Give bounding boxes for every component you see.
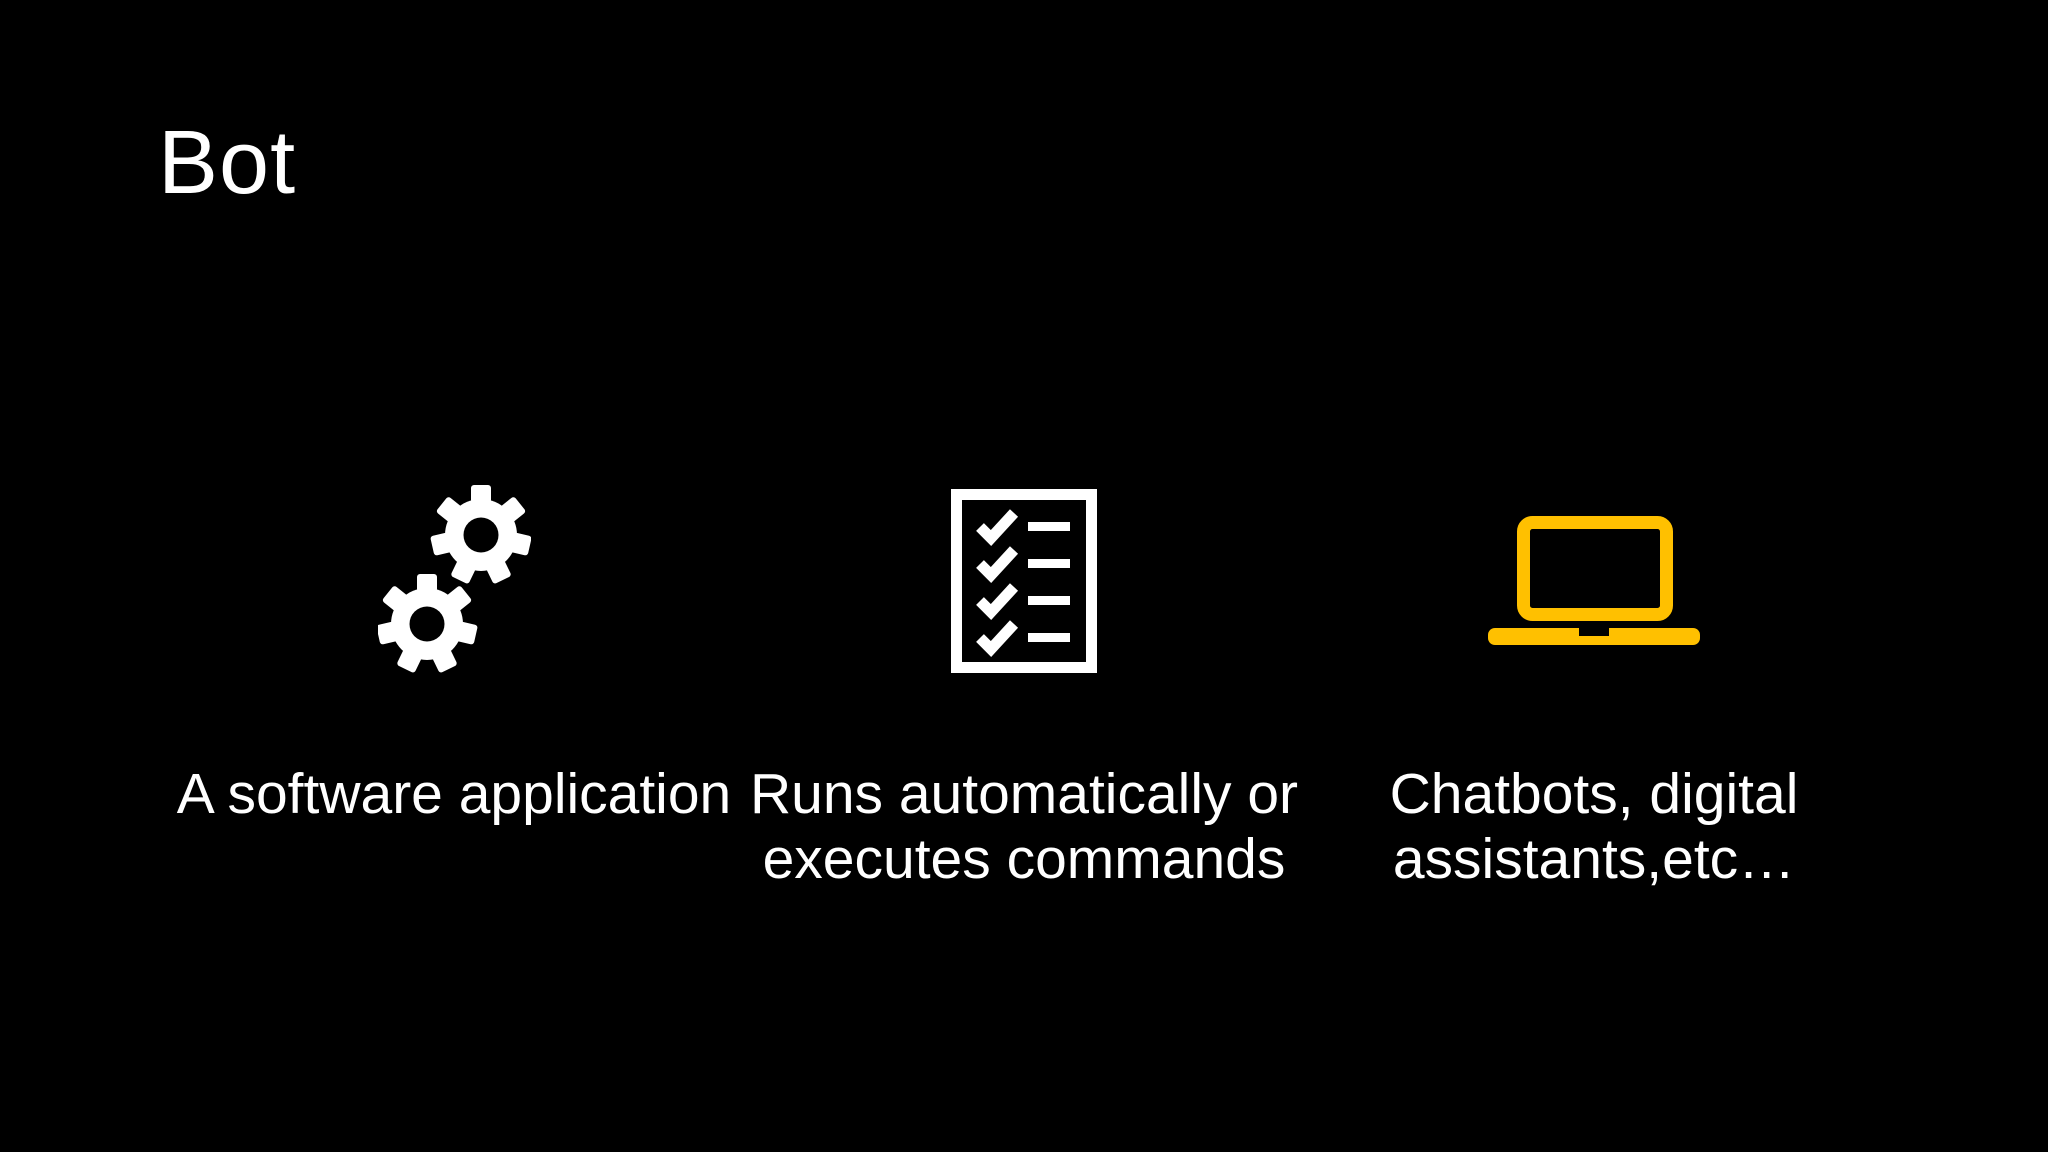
caption-line: Runs automatically or (749, 762, 1299, 826)
laptop-icon (1488, 516, 1700, 645)
caption-chatbots: Chatbots, digital assistants,etc… (1390, 762, 1799, 892)
caption-line: A software application (176, 762, 732, 826)
column-runs-automatically: Runs automatically or executes commands (739, 470, 1309, 892)
caption-runs-automatically: Runs automatically or executes commands (750, 762, 1298, 892)
caption-line: executes commands (762, 827, 1286, 891)
page-title: Bot (158, 113, 297, 213)
caption-line: assistants,etc… (1392, 827, 1796, 891)
caption-software-application: A software application (177, 762, 732, 827)
gears-icon (377, 485, 531, 674)
caption-line: Chatbots, digital (1389, 762, 1799, 826)
checklist-icon (951, 489, 1097, 673)
column-chatbots: Chatbots, digital assistants,etc… (1309, 470, 1879, 892)
feature-columns: A software application (0, 470, 2048, 892)
column-software-application: A software application (169, 470, 739, 892)
